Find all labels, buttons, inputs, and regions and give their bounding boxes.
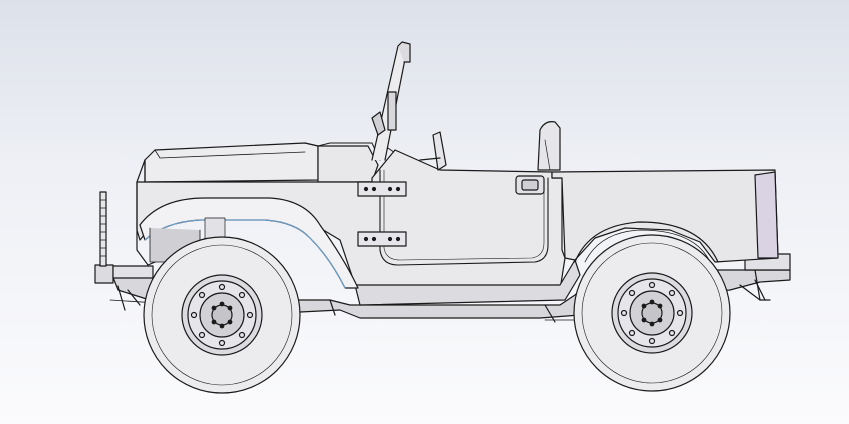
door — [357, 169, 549, 266]
rear-wheel — [573, 234, 731, 392]
interior — [419, 121, 561, 171]
jeep-body — [136, 142, 779, 306]
rear-fender — [574, 221, 719, 263]
front-bumper — [94, 191, 154, 284]
windshield-frame — [371, 41, 411, 161]
front-wheel — [143, 236, 301, 394]
